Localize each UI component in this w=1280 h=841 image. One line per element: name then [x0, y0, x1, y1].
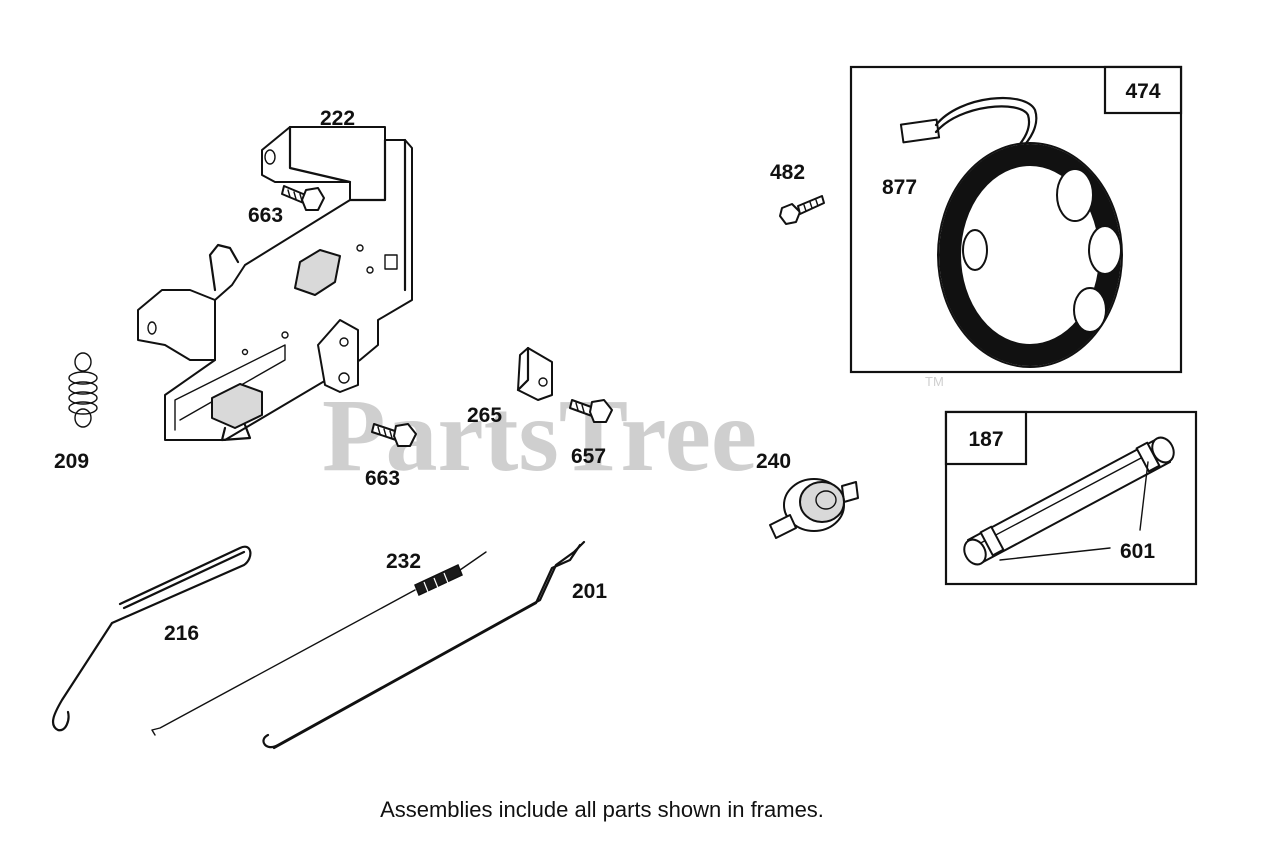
control-bracket-drawing [137, 125, 413, 442]
rod-201-drawing [262, 540, 586, 750]
callout-209: 209 [54, 450, 89, 473]
wire-232-drawing [151, 551, 487, 736]
callout-663-lower: 663 [365, 467, 400, 490]
callout-877: 877 [882, 176, 917, 199]
callout-216: 216 [164, 622, 199, 645]
rod-216-drawing [51, 545, 252, 732]
callout-201: 201 [572, 580, 607, 603]
frame-187: 187 [944, 410, 1198, 586]
callout-265: 265 [467, 404, 502, 427]
callout-222: 222 [320, 107, 355, 130]
callout-657: 657 [571, 445, 606, 468]
clip-265-drawing [516, 346, 553, 401]
screw-663-lower-drawing [371, 423, 417, 447]
callout-663-upper: 663 [248, 204, 283, 227]
spring-209-drawing [68, 352, 98, 428]
frame-474: 474 [849, 65, 1183, 374]
screw-663-upper-drawing [281, 185, 325, 211]
screw-657-drawing [569, 399, 613, 423]
frame-474-label: 474 [1125, 80, 1160, 103]
callout-labels: 222 663 209 265 657 663 482 877 240 601 … [54, 107, 1155, 645]
screw-482-drawing [779, 195, 825, 225]
callout-482: 482 [770, 161, 805, 184]
callout-601: 601 [1120, 540, 1155, 563]
callout-240: 240 [756, 450, 791, 473]
fuel-filter-240-drawing [769, 478, 859, 539]
frame-187-label: 187 [968, 428, 1003, 451]
watermark-trademark: TM [925, 374, 944, 389]
assembly-caption: Assemblies include all parts shown in fr… [380, 797, 824, 822]
callout-232: 232 [386, 550, 421, 573]
